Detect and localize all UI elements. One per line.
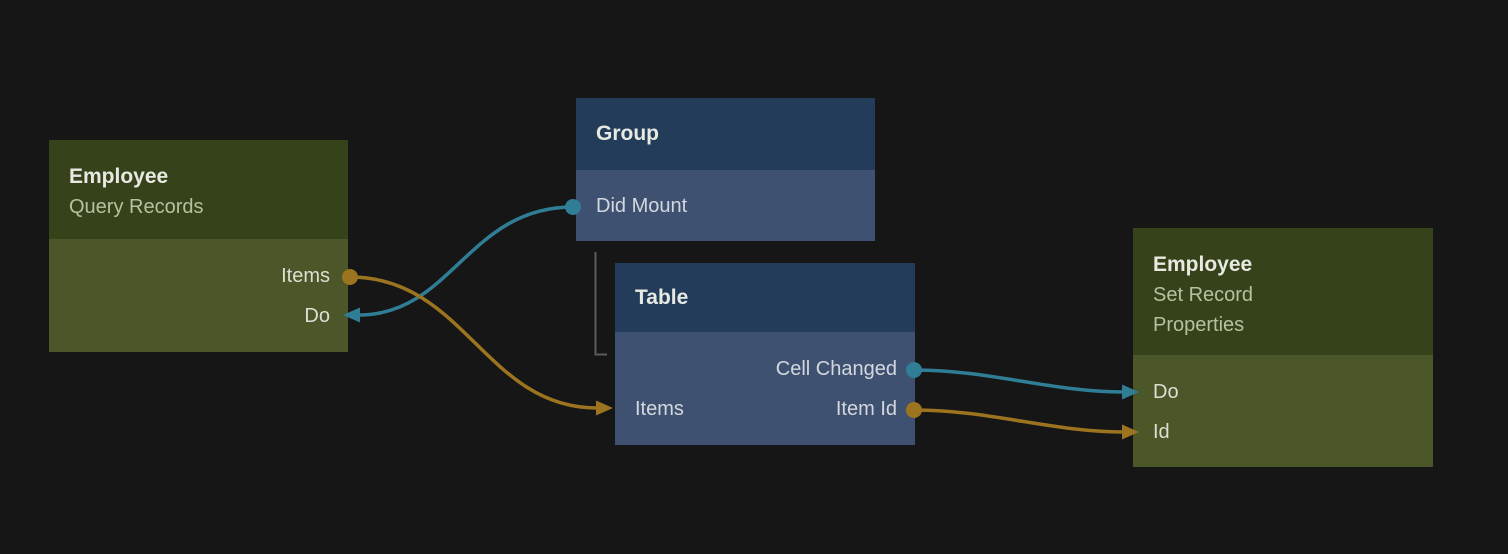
node-body: Did Mount — [576, 170, 875, 241]
port-row-items-itemid: Items Item Id — [615, 389, 915, 429]
wire-itemid-to-id[interactable] — [912, 408, 1125, 434]
port-items-output[interactable]: Items — [49, 256, 348, 296]
port-did-mount-output[interactable]: Did Mount — [576, 186, 875, 226]
port-do-input[interactable]: Do — [1133, 372, 1433, 412]
hierarchy-line-group-table — [594, 252, 607, 356]
node-body: Cell Changed Items Item Id — [615, 332, 915, 445]
node-header: Employee Set Record Properties — [1133, 228, 1433, 355]
node-title: Table — [635, 286, 689, 309]
port-items-input[interactable]: Items — [635, 397, 684, 420]
port-label: Items — [281, 264, 330, 287]
port-do-input[interactable]: Do — [49, 296, 348, 336]
wire-items-to-table-items[interactable] — [348, 275, 599, 410]
node-body: Do Id — [1133, 355, 1433, 467]
port-label: Did Mount — [596, 194, 688, 217]
node-header: Table — [615, 263, 915, 332]
node-employee-query-records[interactable]: Employee Query Records Items Do — [49, 140, 348, 352]
node-employee-set-record-properties[interactable]: Employee Set Record Properties Do Id — [1133, 228, 1433, 467]
node-title: Employee — [69, 165, 169, 188]
node-title: Group — [596, 122, 659, 145]
port-label: Cell Changed — [775, 357, 897, 380]
port-id-input[interactable]: Id — [1133, 412, 1433, 452]
wire-arrowhead-icon — [596, 400, 613, 416]
port-label: Do — [1153, 380, 1179, 403]
wire-cellchanged-to-do[interactable] — [912, 368, 1125, 394]
node-header: Employee Query Records — [49, 140, 348, 239]
node-body: Items Do — [49, 239, 348, 352]
node-subtitle: Set Record Properties — [1153, 284, 1254, 336]
node-table[interactable]: Table Cell Changed Items Item Id — [615, 263, 915, 445]
node-group[interactable]: Group Did Mount — [576, 98, 875, 241]
port-label: Do — [304, 304, 330, 327]
port-item-id-output[interactable]: Item Id — [835, 397, 897, 420]
node-title: Employee — [1153, 253, 1253, 276]
port-label: Id — [1153, 420, 1170, 443]
port-cell-changed-output[interactable]: Cell Changed — [615, 349, 915, 389]
wire-didmount-to-do[interactable] — [357, 205, 575, 317]
node-header: Group — [576, 98, 875, 170]
node-subtitle: Query Records — [69, 196, 204, 218]
